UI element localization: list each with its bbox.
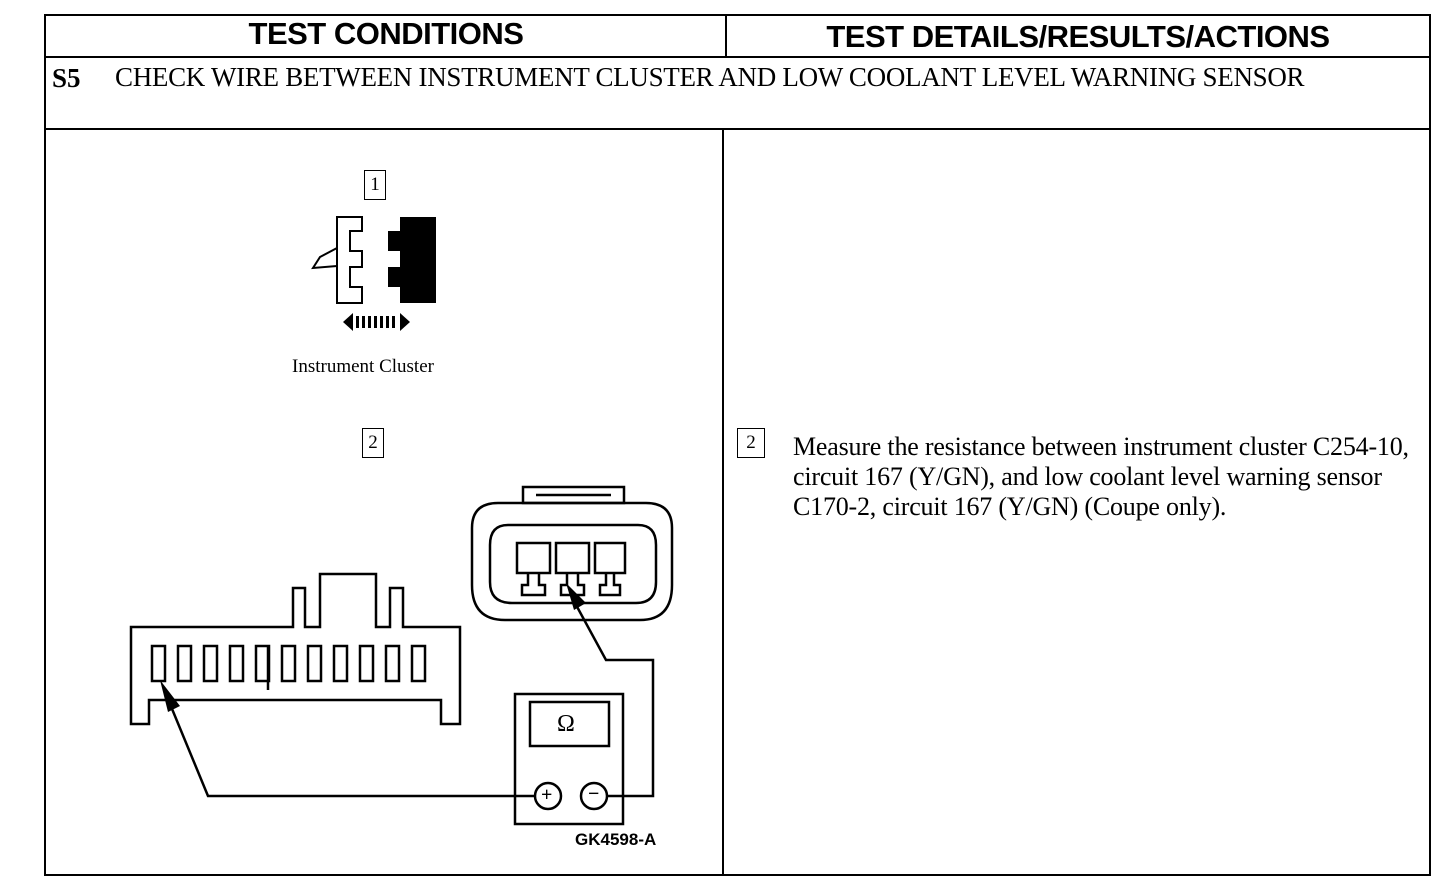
instrument-cluster-caption: Instrument Cluster bbox=[292, 356, 434, 377]
callout-2-details: 2 bbox=[737, 428, 765, 458]
step-row bbox=[44, 56, 1431, 130]
negative-probe-tip bbox=[566, 583, 586, 610]
figure-id: GK4598-A bbox=[575, 830, 657, 849]
step-id: S5 bbox=[52, 63, 81, 93]
callout-2-figure: 2 bbox=[362, 428, 384, 458]
step-title: CHECK WIRE BETWEEN INSTRUMENT CLUSTER AN… bbox=[115, 62, 1305, 92]
minus-terminal-label: − bbox=[588, 783, 600, 805]
measurement-instruction: Measure the resistance between instrumen… bbox=[793, 432, 1409, 521]
ohmmeter bbox=[513, 692, 625, 826]
test-lead-negative bbox=[573, 602, 655, 798]
header-test-conditions: TEST CONDITIONS bbox=[248, 16, 524, 51]
plus-terminal-label: + bbox=[541, 784, 553, 806]
callout-1: 1 bbox=[364, 170, 386, 200]
low-coolant-sensor-connector-c170 bbox=[470, 485, 674, 622]
test-lead-positive bbox=[168, 703, 535, 798]
positive-probe-tip bbox=[160, 680, 180, 712]
header-test-details: TEST DETAILS/RESULTS/ACTIONS bbox=[826, 19, 1330, 54]
disconnected-connector-icon bbox=[311, 216, 436, 304]
separation-arrow-icon bbox=[343, 313, 410, 331]
instrument-cluster-connector-c254 bbox=[129, 572, 462, 726]
ohm-symbol: Ω bbox=[557, 711, 575, 737]
